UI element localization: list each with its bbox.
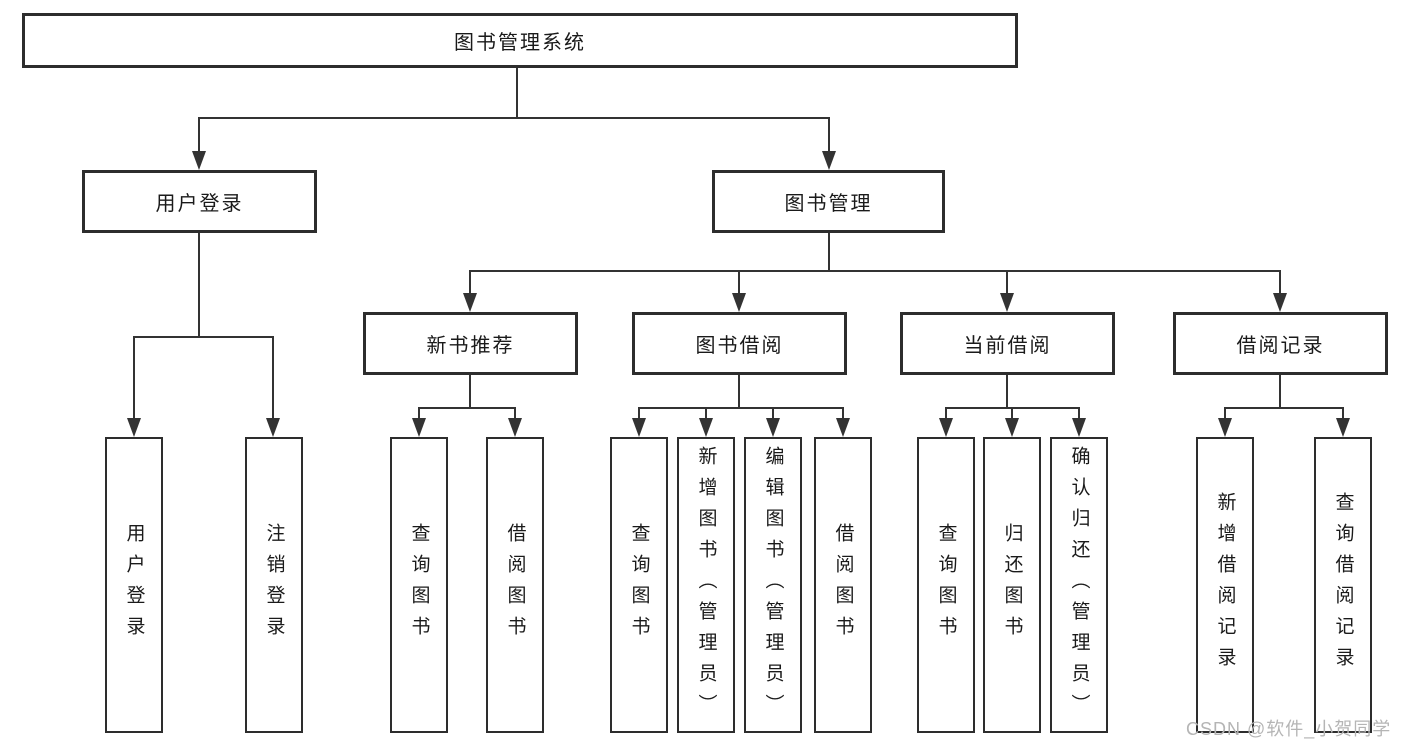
- arrow-down-icon: [632, 418, 646, 437]
- node-root-system: 图书管理系统: [22, 13, 1018, 68]
- connector-leaf-drop: [1078, 407, 1080, 421]
- connector-group3-stem: [1006, 375, 1008, 407]
- arrow-down-icon: [699, 418, 713, 437]
- node-borrow-records-label: 借阅记录: [1236, 335, 1325, 357]
- node-recommend-query-book: 查询图书: [390, 437, 448, 733]
- arrow-down-icon: [1218, 418, 1232, 437]
- node-book-borrow: 图书借阅: [632, 312, 847, 375]
- connector-login-stem: [198, 233, 200, 336]
- connector-login-child2-drop: [272, 336, 274, 420]
- arrow-down-icon: [463, 293, 477, 312]
- connector-leaf-drop: [514, 407, 516, 421]
- node-query-borrow-record: 查询借阅记录: [1314, 437, 1372, 733]
- arrow-down-icon: [822, 151, 836, 170]
- connector-group1-stem: [469, 375, 471, 407]
- connector-leaf-drop: [418, 407, 420, 421]
- node-recommend-borrow-book-label: 借阅图书: [504, 523, 526, 647]
- node-confirm-return-admin: 确认归还（管理员）: [1050, 437, 1108, 733]
- arrow-down-icon: [939, 418, 953, 437]
- arrow-down-icon: [1000, 293, 1014, 312]
- node-user-login: 用户登录: [82, 170, 317, 233]
- arrow-down-icon: [1072, 418, 1086, 437]
- node-logout-action: 注销登录: [245, 437, 303, 733]
- node-return-book-label: 归还图书: [1001, 523, 1023, 647]
- connector-leaf-drop: [772, 407, 774, 421]
- node-edit-book-admin: 编辑图书（管理员）: [744, 437, 802, 733]
- node-confirm-return-admin-label: 确认归还（管理员）: [1068, 445, 1090, 725]
- connector-group4-drop: [1279, 270, 1281, 295]
- arrow-down-icon: [1005, 418, 1019, 437]
- connector-leaf-drop: [1342, 407, 1344, 421]
- arrow-down-icon: [732, 293, 746, 312]
- node-logout-action-label: 注销登录: [263, 523, 285, 647]
- node-current-query-book-label: 查询图书: [935, 523, 957, 647]
- node-user-login-label: 用户登录: [155, 193, 244, 215]
- node-add-borrow-record: 新增借阅记录: [1196, 437, 1254, 733]
- node-book-borrow-label: 图书借阅: [695, 335, 784, 357]
- node-new-book-recommend: 新书推荐: [363, 312, 578, 375]
- node-query-borrow-record-label: 查询借阅记录: [1332, 492, 1354, 678]
- node-borrow-borrow-book: 借阅图书: [814, 437, 872, 733]
- connector-mgmt-drop: [828, 117, 830, 153]
- node-login-action: 用户登录: [105, 437, 163, 733]
- node-root-label: 图书管理系统: [454, 32, 586, 54]
- arrow-down-icon: [266, 418, 280, 437]
- connector-level3-rail: [469, 270, 1281, 272]
- node-add-borrow-record-label: 新增借阅记录: [1214, 492, 1236, 678]
- connector-login-drop: [198, 117, 200, 153]
- node-return-book: 归还图书: [983, 437, 1041, 733]
- arrow-down-icon: [127, 418, 141, 437]
- node-current-query-book: 查询图书: [917, 437, 975, 733]
- connector-group2-rail: [638, 407, 844, 409]
- node-login-action-label: 用户登录: [123, 523, 145, 647]
- connector-mgmt-stem: [828, 233, 830, 270]
- connector-leaf-drop: [945, 407, 947, 421]
- node-borrow-records: 借阅记录: [1173, 312, 1388, 375]
- node-borrow-query-book-label: 查询图书: [628, 523, 650, 647]
- node-borrow-query-book: 查询图书: [610, 437, 668, 733]
- node-add-book-admin-label: 新增图书（管理员）: [695, 445, 717, 725]
- connector-leaf-drop: [1224, 407, 1226, 421]
- arrow-down-icon: [412, 418, 426, 437]
- connector-group4-stem: [1279, 375, 1281, 407]
- node-new-book-recommend-label: 新书推荐: [426, 335, 515, 357]
- connector-leaf-drop: [705, 407, 707, 421]
- connector-group3-drop: [1006, 270, 1008, 295]
- node-borrow-borrow-book-label: 借阅图书: [832, 523, 854, 647]
- node-book-management: 图书管理: [712, 170, 945, 233]
- connector-leaf-drop: [1011, 407, 1013, 421]
- node-add-book-admin: 新增图书（管理员）: [677, 437, 735, 733]
- arrow-down-icon: [192, 151, 206, 170]
- arrow-down-icon: [836, 418, 850, 437]
- arrow-down-icon: [508, 418, 522, 437]
- arrow-down-icon: [766, 418, 780, 437]
- connector-group4-rail: [1224, 407, 1344, 409]
- connector-group1-rail: [418, 407, 516, 409]
- node-book-management-label: 图书管理: [784, 193, 873, 215]
- node-edit-book-admin-label: 编辑图书（管理员）: [762, 445, 784, 725]
- arrow-down-icon: [1336, 418, 1350, 437]
- node-recommend-query-book-label: 查询图书: [408, 523, 430, 647]
- connector-group2-drop: [738, 270, 740, 295]
- connector-group1-drop: [469, 270, 471, 295]
- node-recommend-borrow-book: 借阅图书: [486, 437, 544, 733]
- connector-login-rail: [133, 336, 274, 338]
- connector-login-child1-drop: [133, 336, 135, 420]
- node-current-borrow: 当前借阅: [900, 312, 1115, 375]
- connector-leaf-drop: [842, 407, 844, 421]
- connector-level2-rail: [198, 117, 830, 119]
- connector-group2-stem: [738, 375, 740, 407]
- connector-root-stem: [516, 68, 518, 117]
- connector-leaf-drop: [638, 407, 640, 421]
- node-current-borrow-label: 当前借阅: [963, 335, 1052, 357]
- arrow-down-icon: [1273, 293, 1287, 312]
- csdn-watermark: CSDN @软件_小贺同学: [1186, 719, 1392, 739]
